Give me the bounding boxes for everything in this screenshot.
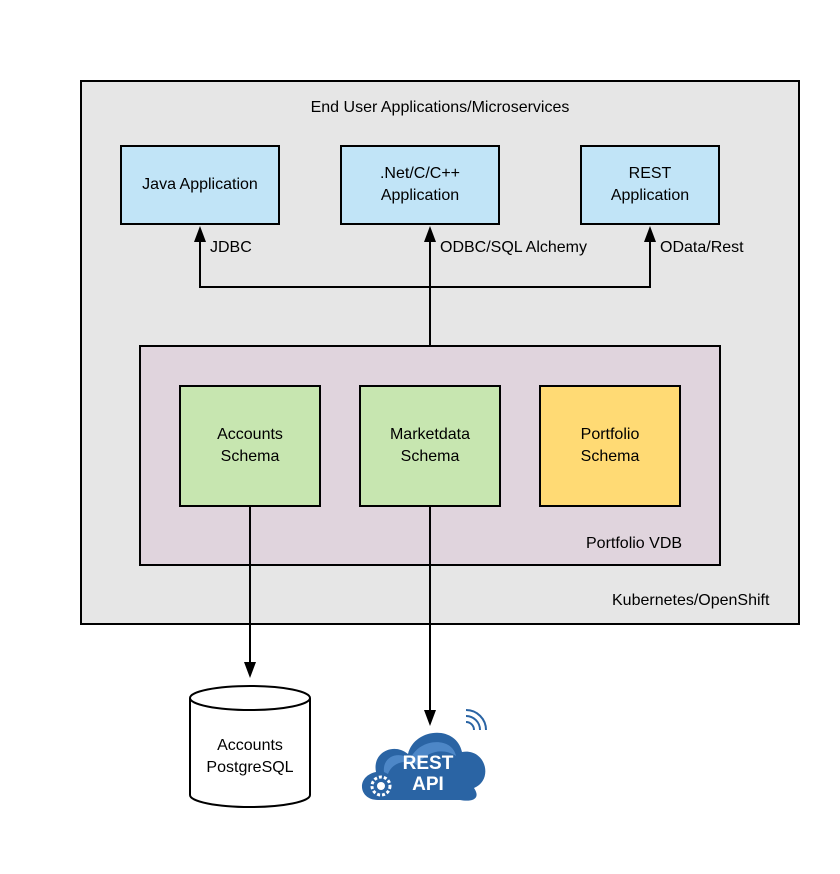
cloud-shape (361, 732, 486, 801)
odata-label: OData/Rest (660, 239, 744, 256)
cylinder-top (189, 685, 311, 711)
database-cylinder (189, 685, 311, 808)
arrowhead-db (244, 662, 256, 678)
app-arrowheads (194, 226, 656, 242)
connector-junction-to-rest (430, 240, 651, 288)
marketdata-schema-box: Marketdata Schema (359, 385, 501, 507)
jdbc-label: JDBC (210, 239, 252, 256)
cylinder-body (189, 698, 311, 808)
arrowhead-dotnet (424, 226, 436, 242)
odbc-label: ODBC/SQL Alchemy (440, 239, 588, 256)
java-application-box: Java Application (120, 145, 280, 225)
portfolio-schema-label: Portfolio Schema (580, 426, 640, 465)
dotnet-application-box: .Net/C/C++ Application (340, 145, 500, 225)
portfolio-schema-box: Portfolio Schema (539, 385, 681, 507)
cloud-highlight (383, 742, 456, 774)
source-connectors (249, 507, 431, 712)
dotnet-application-label: .Net/C/C++ Application (379, 165, 461, 204)
rest-application-box: REST Application (580, 145, 720, 225)
end-user-apps-title: End User Applications/Microservices (310, 99, 570, 116)
database-label: Accounts PostgreSQL (206, 737, 294, 776)
java-application-label: Java Application (142, 176, 258, 193)
connector-junction-to-java (199, 240, 430, 288)
app-connectors (199, 240, 651, 345)
accounts-schema-box: Accounts Schema (179, 385, 321, 507)
arrowhead-api (424, 710, 436, 726)
portfolio-vdb-label: Portfolio VDB (586, 535, 683, 552)
marketdata-schema-label: Marketdata Schema (389, 426, 471, 465)
rest-api-cloud-icon: REST API (361, 709, 487, 801)
wifi-signal-icon (465, 709, 487, 731)
gear-icon (370, 775, 392, 797)
arrowhead-java (194, 226, 206, 242)
platform-label: Kubernetes/OpenShift (612, 592, 770, 609)
arrowhead-rest (644, 226, 656, 242)
rest-api-line1: REST (403, 753, 454, 774)
rest-application-label: REST Application (610, 165, 690, 204)
accounts-schema-label: Accounts Schema (217, 426, 283, 465)
rest-api-line2: API (412, 774, 444, 795)
